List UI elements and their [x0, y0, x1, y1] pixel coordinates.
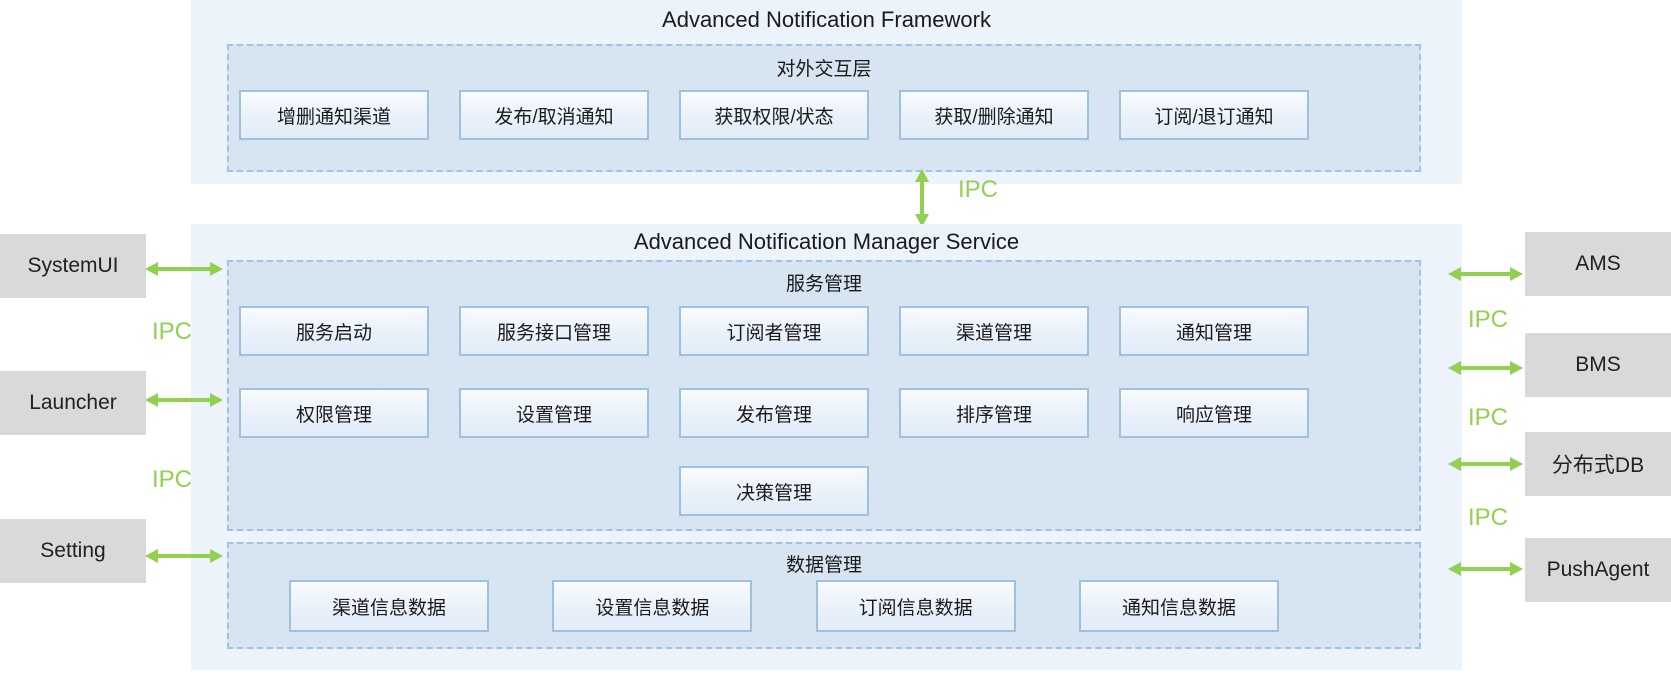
external-interaction-layer: 对外交互层 增删通知渠道 发布/取消通知 获取权限/状态 获取/删除通知 订阅/… — [227, 44, 1421, 172]
ipc-arrow-systemui — [145, 262, 223, 276]
framework-panel: Advanced Notification Framework 对外交互层 增删… — [191, 0, 1462, 184]
module-launcher: Launcher — [0, 371, 146, 435]
service-management-layer: 服务管理 服务启动 服务接口管理 订阅者管理 渠道管理 通知管理 权限管理 设置… — [227, 260, 1421, 531]
service-management-label: 服务管理 — [785, 274, 862, 295]
data-button-row: 渠道信息数据 设置信息数据 订阅信息数据 通知信息数据 — [289, 580, 1279, 632]
manager-service-panel: Advanced Notification Manager Service 服务… — [191, 224, 1462, 670]
btn-publish-mgmt: 发布管理 — [679, 388, 869, 438]
data-management-label: 数据管理 — [785, 555, 862, 576]
ipc-arrow-bms — [1448, 361, 1523, 375]
btn-settings-mgmt: 设置管理 — [459, 388, 649, 438]
ipc-label-framework-service: IPC — [957, 176, 998, 203]
framework-title: Advanced Notification Framework — [662, 7, 991, 32]
ipc-label-right-2: IPC — [1467, 404, 1508, 431]
ipc-arrow-pushagent — [1448, 562, 1523, 576]
service-row-3: 决策管理 — [239, 466, 1309, 516]
ipc-arrow-framework-service — [915, 169, 929, 227]
ipc-label-right-3: IPC — [1467, 504, 1508, 531]
btn-sorting-mgmt: 排序管理 — [899, 388, 1089, 438]
btn-settings-info-data: 设置信息数据 — [552, 580, 753, 632]
ipc-arrow-setting — [145, 549, 223, 563]
btn-service-interface-mgmt: 服务接口管理 — [459, 306, 649, 356]
ipc-arrow-ams — [1448, 267, 1523, 281]
module-ams: AMS — [1525, 232, 1671, 296]
data-management-layer: 数据管理 渠道信息数据 设置信息数据 订阅信息数据 通知信息数据 — [227, 542, 1421, 649]
ipc-label-right-1: IPC — [1467, 306, 1508, 333]
btn-decision-mgmt: 决策管理 — [679, 466, 869, 516]
module-pushagent: PushAgent — [1525, 538, 1671, 602]
module-systemui: SystemUI — [0, 234, 146, 298]
btn-service-start: 服务启动 — [239, 306, 429, 356]
btn-subscriber-mgmt: 订阅者管理 — [679, 306, 869, 356]
interaction-button-row: 增删通知渠道 发布/取消通知 获取权限/状态 获取/删除通知 订阅/退订通知 — [239, 90, 1309, 140]
btn-subscribe-unsubscribe: 订阅/退订通知 — [1119, 90, 1309, 140]
service-row-2: 权限管理 设置管理 发布管理 排序管理 响应管理 — [239, 388, 1309, 438]
btn-notification-info-data: 通知信息数据 — [1078, 580, 1279, 632]
ipc-label-left-1: IPC — [151, 318, 192, 345]
btn-get-permission-status: 获取权限/状态 — [679, 90, 869, 140]
btn-permission-mgmt: 权限管理 — [239, 388, 429, 438]
btn-publish-cancel-notification: 发布/取消通知 — [459, 90, 649, 140]
ipc-arrow-distributed-db — [1448, 457, 1523, 471]
btn-channel-info-data: 渠道信息数据 — [289, 580, 489, 632]
ipc-label-left-2: IPC — [151, 466, 192, 493]
module-distributed-db: 分布式DB — [1525, 432, 1671, 496]
btn-channel-mgmt: 渠道管理 — [899, 306, 1089, 356]
btn-add-remove-channel: 增删通知渠道 — [239, 90, 429, 140]
btn-get-delete-notification: 获取/删除通知 — [899, 90, 1089, 140]
service-row-1: 服务启动 服务接口管理 订阅者管理 渠道管理 通知管理 — [239, 306, 1309, 356]
btn-response-mgmt: 响应管理 — [1119, 388, 1309, 438]
external-interaction-layer-label: 对外交互层 — [776, 59, 872, 80]
manager-service-title: Advanced Notification Manager Service — [633, 229, 1020, 254]
module-setting: Setting — [0, 519, 146, 583]
btn-notification-mgmt: 通知管理 — [1119, 306, 1309, 356]
module-bms: BMS — [1525, 333, 1671, 397]
ipc-arrow-launcher — [145, 393, 223, 407]
btn-subscription-info-data: 订阅信息数据 — [815, 580, 1016, 632]
